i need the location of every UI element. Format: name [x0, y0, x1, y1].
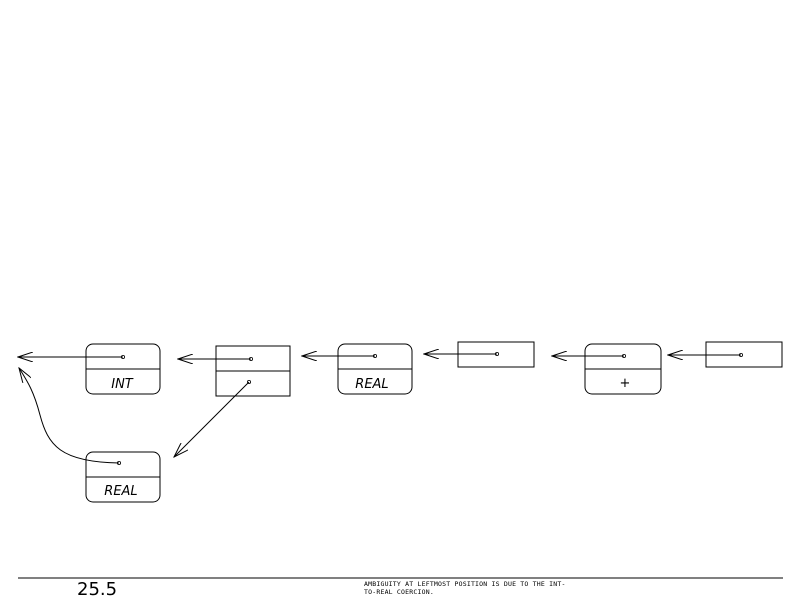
arrow-real-bottom-curve-to-left [19, 368, 120, 464]
figure-number: 25.5 [77, 579, 117, 600]
node-real-bottom-label: REAL [104, 484, 137, 499]
arrow-square-to-real-bottom [174, 381, 250, 457]
node-plus: + [584, 343, 662, 395]
node-empty-square [215, 345, 291, 397]
caption-line-1: AMBIGUITY AT LEFTMOST POSITION IS DUE TO… [364, 580, 566, 588]
caption-line-2: TO-REAL COERCION. [364, 588, 434, 596]
node-plus-label: + [620, 376, 631, 391]
node-int: INT [85, 343, 161, 395]
node-real-top: REAL [337, 343, 413, 395]
node-real-top-label: REAL [355, 377, 388, 392]
node-real-bottom: REAL [85, 451, 161, 503]
node-int-label: INT [111, 377, 134, 392]
